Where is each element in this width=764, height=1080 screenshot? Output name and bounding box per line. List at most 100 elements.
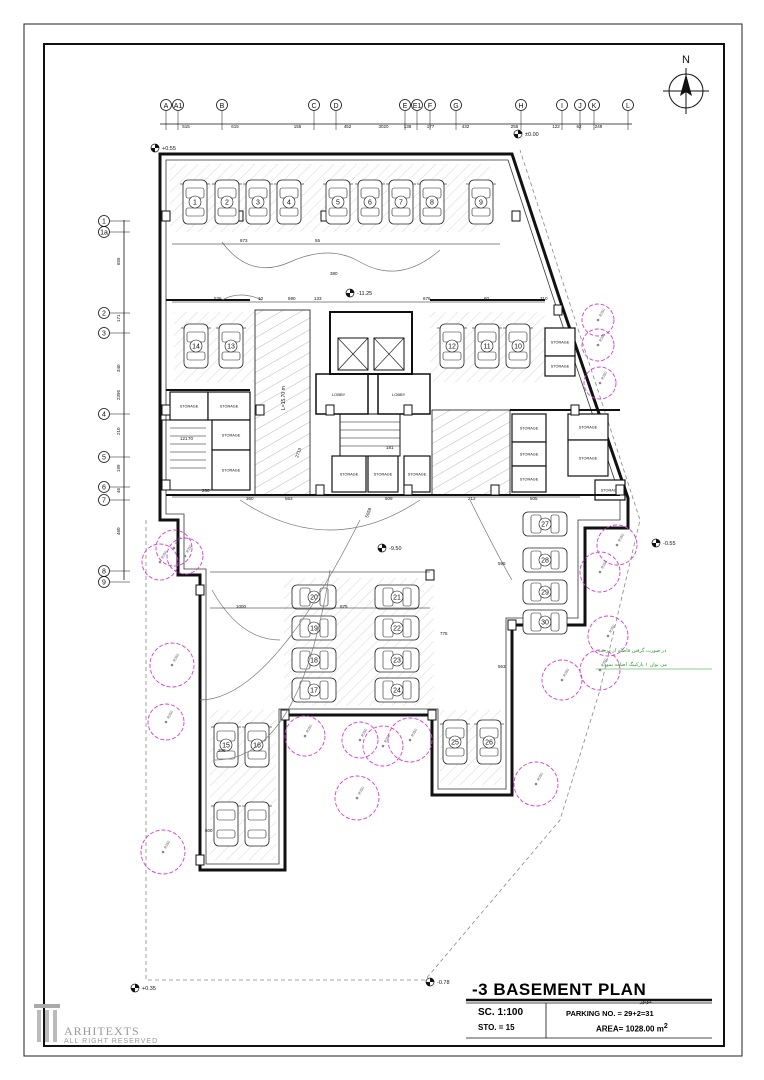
dim-text: 70 xyxy=(188,436,194,441)
dim-text: 380 xyxy=(330,271,338,276)
grid-axis-1a: 1a xyxy=(98,226,130,238)
parking-space-11: 11 xyxy=(471,323,503,369)
storage-room: STORAGE xyxy=(567,439,609,477)
svg-text:STORAGE: STORAGE xyxy=(551,365,570,369)
column xyxy=(325,404,335,416)
grid-axis-k: K xyxy=(588,99,600,130)
parking-number: 22 xyxy=(393,626,401,633)
storage-room: STORAGE xyxy=(169,391,209,421)
tree: R350 xyxy=(155,529,193,567)
svg-text:E1: E1 xyxy=(413,103,422,110)
tree: R350 xyxy=(166,537,204,575)
level-markers: +0.55±0.00-11.25-9.50-0.55+0.35-0.78 xyxy=(130,129,676,993)
svg-text:R350: R350 xyxy=(598,333,606,342)
svg-text:H: H xyxy=(518,103,523,110)
parking-space-5: 5 xyxy=(322,179,354,225)
column xyxy=(425,569,435,581)
grid-axis-b: B xyxy=(216,99,228,130)
tree-note-line-2: می توان ۱ پارکینگ اضافه نمود xyxy=(604,661,667,668)
parking-space-16: 16 xyxy=(241,722,273,768)
parking-number: 19 xyxy=(310,626,318,633)
ramp-dim-text: 5059 xyxy=(364,507,372,519)
parking-number: 6 xyxy=(368,200,372,207)
svg-text:G: G xyxy=(453,103,458,110)
svg-text:D: D xyxy=(333,103,338,110)
svg-text:R350: R350 xyxy=(174,536,182,545)
tree: R350 xyxy=(513,761,559,807)
top-dim-text: 249 xyxy=(595,124,603,129)
tree: R350 xyxy=(387,717,433,763)
tree: R350 xyxy=(583,366,617,400)
parking-number: 10 xyxy=(514,344,522,351)
dim-text: 536 xyxy=(214,296,222,301)
column xyxy=(490,484,500,496)
dim-text: 310 xyxy=(540,296,548,301)
level-marker: -9.50 xyxy=(377,543,402,553)
svg-text:R350: R350 xyxy=(160,550,168,559)
svg-text:6: 6 xyxy=(102,485,106,492)
svg-text:3: 3 xyxy=(102,331,106,338)
parking-space-23: 23 xyxy=(374,647,420,673)
column xyxy=(403,404,413,416)
svg-text:R350: R350 xyxy=(600,560,608,569)
parking-count: PARKING NO. = 29+2=31 xyxy=(566,1009,654,1018)
parking-space-4: 4 xyxy=(273,179,305,225)
parking-space-8: 8 xyxy=(416,179,448,225)
ramp-length-label: L=15.70 m xyxy=(281,386,287,410)
tree: R350 xyxy=(587,615,629,657)
dim-text: 260 xyxy=(202,488,210,493)
tree: R350 xyxy=(284,715,326,757)
sheet-border-inner xyxy=(43,43,725,1047)
column xyxy=(615,484,625,496)
parking-number: 4 xyxy=(287,200,291,207)
top-dim-text: 62 xyxy=(576,124,582,129)
svg-text:4: 4 xyxy=(102,412,106,419)
parking-space-27: 27 xyxy=(522,511,568,537)
tree: R350 xyxy=(579,551,621,593)
storage-room: STORAGE xyxy=(567,413,609,441)
svg-text:STORAGE: STORAGE xyxy=(520,453,539,457)
parking-number: 24 xyxy=(393,688,401,695)
svg-text:STORAGE: STORAGE xyxy=(220,405,239,409)
storage-room: STORAGE xyxy=(331,455,367,493)
parking-space-30: 30 xyxy=(522,609,568,635)
svg-text:B: B xyxy=(220,103,225,110)
svg-text:R350: R350 xyxy=(600,658,608,667)
parking-space-2: 2 xyxy=(211,179,243,225)
dim-text: 55 xyxy=(315,238,321,243)
column xyxy=(195,854,205,866)
top-dim-text: 452 xyxy=(344,124,352,129)
parking-number: 3 xyxy=(256,200,260,207)
area-label: AREA= 1028.00 m2 xyxy=(596,1023,668,1034)
grid-axis-f: F xyxy=(424,99,436,130)
svg-text:I: I xyxy=(561,103,563,110)
parking-number: 1 xyxy=(193,200,197,207)
svg-text:STORAGE: STORAGE xyxy=(374,473,393,477)
svg-text:9: 9 xyxy=(102,580,106,587)
tree: R350 xyxy=(596,524,638,566)
column xyxy=(161,404,171,416)
logo-subtitle: ALL RIGHT RESERVED xyxy=(64,1038,159,1045)
tree: R350 xyxy=(541,659,583,701)
tree: R350 xyxy=(141,543,179,581)
top-dim-text: 3020 xyxy=(378,124,389,129)
parking-space-7: 7 xyxy=(385,179,417,225)
parking-space-25: 25 xyxy=(439,719,471,765)
parking-number: 12 xyxy=(448,344,456,351)
top-dim-text: 122 xyxy=(552,124,560,129)
parking-number: 13 xyxy=(227,344,235,351)
column xyxy=(511,210,521,222)
svg-text:STORAGE: STORAGE xyxy=(579,457,598,461)
parking-space-18: 18 xyxy=(291,647,337,673)
parking-space-19: 19 xyxy=(291,615,337,641)
svg-text:STORAGE: STORAGE xyxy=(222,469,241,473)
parking-number: 30 xyxy=(541,620,549,627)
dim-text: 1000 xyxy=(236,604,247,609)
level-marker: +0.55 xyxy=(150,143,176,153)
svg-text:R350: R350 xyxy=(163,840,171,849)
svg-text:C: C xyxy=(311,103,316,110)
parking-space-24: 24 xyxy=(374,677,420,703)
level-marker: -0.78 xyxy=(425,977,450,987)
